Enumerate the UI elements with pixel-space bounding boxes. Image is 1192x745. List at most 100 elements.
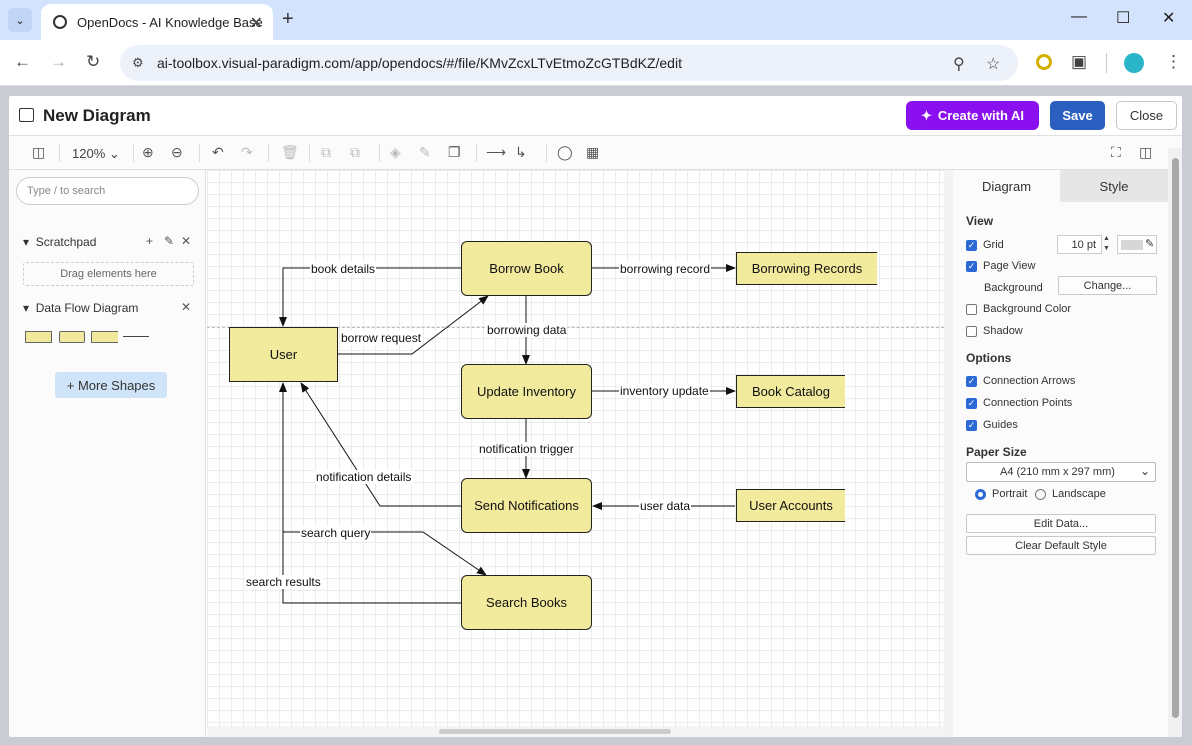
external-entity-shape[interactable] [25, 331, 52, 343]
edge-label: borrowing data [486, 323, 568, 337]
stepper-icon[interactable]: ▲▼ [1103, 235, 1110, 252]
conn-arrows-label: Connection Arrows [983, 375, 1076, 387]
edit-icon[interactable]: ✎ [164, 234, 175, 248]
close-icon[interactable]: ✕ [181, 300, 192, 314]
maximize-icon[interactable]: ☐ [1116, 10, 1131, 27]
scratchpad-header[interactable]: ▾ Scratchpad [23, 235, 97, 249]
horizontal-scrollbar[interactable] [207, 726, 944, 737]
data-store-shape[interactable] [91, 331, 118, 343]
bookmark-star-icon[interactable]: ☆ [986, 56, 1001, 73]
process-update-inventory[interactable]: Update Inventory [461, 364, 592, 419]
check-icon: ✓ [966, 419, 977, 431]
browser-tab-bar: ⌄ OpenDocs - AI Knowledge Base ✕ + — ☐ ✕ [0, 0, 1192, 40]
reload-icon[interactable]: ↻ [86, 52, 101, 71]
connection-arrows-checkbox[interactable]: ✓Connection Arrows [966, 375, 1075, 387]
redo-icon[interactable]: ↷ [241, 144, 253, 160]
conn-points-label: Connection Points [983, 397, 1073, 409]
back-icon[interactable]: ← [14, 52, 31, 71]
page-view-checkbox[interactable]: ✓Page View [966, 260, 1035, 272]
bg-color-label: Background Color [983, 303, 1072, 315]
process-send-notifications[interactable]: Send Notifications [461, 478, 592, 533]
edge-label: search query [300, 526, 372, 540]
process-borrow-book[interactable]: Borrow Book [461, 241, 592, 296]
profile-avatar[interactable] [1124, 53, 1144, 73]
extension-icon[interactable] [1036, 54, 1052, 70]
save-button[interactable]: Save [1050, 101, 1105, 130]
extensions-puzzle-icon[interactable]: ▣ [1071, 52, 1088, 71]
browser-menu-icon[interactable]: ⋮ [1165, 52, 1182, 71]
to-back-icon[interactable]: ⧉ [350, 144, 360, 160]
forward-icon[interactable]: → [50, 52, 67, 71]
create-with-ai-button[interactable]: ✦ Create with AI [906, 101, 1039, 130]
clear-default-style-button[interactable]: Clear Default Style [966, 536, 1156, 555]
omnibox[interactable]: ⚙ ai-toolbox.visual-paradigm.com/app/ope… [120, 45, 1018, 81]
process-search-books[interactable]: Search Books [461, 575, 592, 630]
portrait-radio[interactable]: Portrait [975, 488, 1027, 500]
close-icon[interactable]: ✕ [181, 234, 192, 248]
zoom-icon[interactable]: ⚲ [953, 56, 965, 73]
waypoints-icon[interactable]: ↳ [515, 144, 527, 160]
check-icon: ✓ [966, 397, 977, 409]
shape-search-input[interactable]: Type / to search [16, 177, 199, 205]
grid-size-input[interactable]: 10 pt [1057, 235, 1102, 254]
new-tab-icon[interactable]: + [282, 8, 294, 30]
tab-diagram[interactable]: Diagram [953, 170, 1060, 202]
library-header[interactable]: ▾ Data Flow Diagram [23, 301, 139, 315]
add-icon[interactable]: + [146, 234, 154, 248]
tab-list-chevron-icon[interactable]: ⌄ [8, 8, 32, 32]
toolbar-divider [309, 144, 310, 162]
datastore-user-accounts[interactable]: User Accounts [736, 489, 845, 522]
edit-data-button[interactable]: Edit Data... [966, 514, 1156, 533]
window-close-icon[interactable]: ✕ [1162, 10, 1176, 27]
fullscreen-icon[interactable]: ⛶ [1111, 144, 1121, 160]
zoom-in-icon[interactable]: ⊕ [142, 144, 154, 160]
change-background-button[interactable]: Change... [1058, 276, 1157, 295]
sparkle-icon: ✦ [920, 107, 932, 123]
site-info-icon[interactable]: ⚙ [132, 55, 144, 70]
sidebar-toggle-icon[interactable]: ◫ [32, 144, 46, 160]
external-entity-user[interactable]: User [229, 327, 338, 382]
zoom-out-icon[interactable]: ⊖ [171, 144, 183, 160]
diagram-canvas[interactable]: User Borrow Book Update Inventory Send N… [207, 170, 944, 726]
zoom-dropdown[interactable]: 120% ⌄ [72, 146, 120, 161]
more-shapes-button[interactable]: + More Shapes [55, 372, 167, 398]
insert-shape-icon[interactable]: ◯ [557, 144, 573, 160]
chevron-down-icon: ⌄ [1139, 464, 1150, 478]
to-front-icon[interactable]: ⧉ [321, 144, 331, 160]
data-flow-shape[interactable] [123, 336, 149, 337]
landscape-radio[interactable]: Landscape [1035, 488, 1106, 500]
color-swatch [1121, 240, 1143, 250]
address-bar: ← → ↻ ⚙ ai-toolbox.visual-paradigm.com/a… [0, 40, 1192, 86]
guides-checkbox[interactable]: ✓Guides [966, 419, 1018, 431]
paper-size-select[interactable]: A4 (210 mm x 297 mm) ⌄ [966, 462, 1156, 482]
grid-color-button[interactable]: ✎ [1117, 235, 1157, 254]
connection-straight-icon[interactable]: ⟶ [486, 144, 507, 160]
tab-style[interactable]: Style [1060, 170, 1168, 202]
undo-icon[interactable]: ↶ [212, 144, 224, 160]
browser-tab[interactable]: OpenDocs - AI Knowledge Base ✕ [41, 4, 273, 40]
panel-splitter[interactable] [944, 170, 953, 737]
connection-points-checkbox[interactable]: ✓ Connection Points [966, 397, 1072, 409]
url-text[interactable]: ai-toolbox.visual-paradigm.com/app/opend… [157, 55, 682, 71]
line-color-icon[interactable]: ✎ [419, 144, 431, 160]
format-panel-toggle-icon[interactable]: ◫ [1139, 144, 1153, 160]
close-button[interactable]: Close [1116, 101, 1177, 130]
background-color-checkbox[interactable]: Background Color [966, 303, 1071, 315]
scroll-thumb[interactable] [439, 729, 671, 734]
datastore-borrowing-records[interactable]: Borrowing Records [736, 252, 877, 285]
shadow-checkbox[interactable]: Shadow [966, 325, 1023, 337]
delete-icon[interactable]: 🗑 [281, 144, 299, 160]
grid-checkbox[interactable]: ✓Grid [966, 239, 1004, 251]
tab-close-icon[interactable]: ✕ [249, 15, 263, 32]
process-shape[interactable] [59, 331, 85, 343]
minimize-icon[interactable]: — [1071, 8, 1087, 25]
scroll-thumb[interactable] [1172, 158, 1179, 718]
shadow-icon[interactable]: ❐ [448, 144, 461, 160]
datastore-book-catalog[interactable]: Book Catalog [736, 375, 845, 408]
vertical-scrollbar[interactable] [1168, 148, 1182, 737]
fill-color-icon[interactable]: ◈ [390, 144, 401, 160]
shadow-label: Shadow [983, 325, 1023, 337]
scratchpad-dropzone[interactable]: Drag elements here [23, 262, 194, 286]
radio-empty-icon [1035, 488, 1046, 500]
table-icon[interactable]: ▦ [586, 144, 600, 160]
